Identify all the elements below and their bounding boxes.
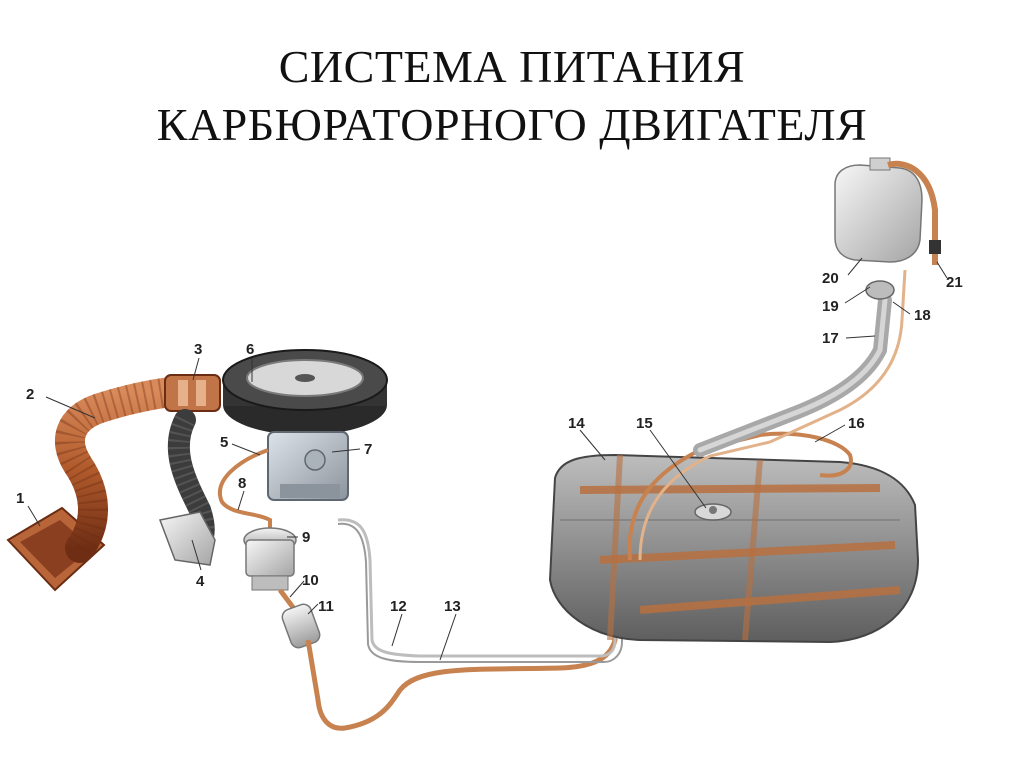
air-filter-housing	[222, 349, 388, 435]
fuel-line-pump-carb	[218, 448, 272, 540]
callout-11: 11	[318, 598, 334, 615]
callout-1: 1	[16, 490, 24, 507]
leader-lines	[27, 257, 948, 661]
callout-3: 3	[194, 341, 202, 358]
callout-18: 18	[914, 307, 931, 324]
fuel-level-sensor	[694, 503, 732, 521]
callout-2: 2	[26, 386, 34, 403]
carburetor	[267, 431, 349, 501]
title-line-1: СИСТЕМА ПИТАНИЯ	[278, 41, 746, 92]
fuel-hose-to-pump	[278, 588, 297, 612]
callout-16: 16	[848, 415, 865, 432]
callout-20: 20	[822, 270, 839, 287]
callout-14: 14	[568, 415, 585, 432]
separator-reservoir	[834, 157, 923, 263]
callout-10: 10	[302, 572, 319, 589]
filler-neck	[693, 280, 895, 457]
callout-19: 19	[822, 298, 839, 315]
callout-12: 12	[390, 598, 407, 615]
callout-21: 21	[946, 274, 963, 291]
fuel-pump	[243, 527, 297, 591]
fuel-filter	[281, 603, 321, 649]
title-line-2: КАРБЮРАТОРНОГО ДВИГАТЕЛЯ	[156, 99, 868, 150]
slide-title: СИСТЕМА ПИТАНИЯ КАРБЮРАТОРНОГО ДВИГАТЕЛЯ	[0, 38, 1024, 154]
hose-clamp	[929, 240, 941, 254]
reservoir-vent-hose	[887, 160, 938, 265]
fuel-tank	[548, 453, 920, 644]
vent-hose	[627, 431, 853, 561]
callout-8: 8	[238, 475, 246, 492]
hot-air-hose	[158, 409, 216, 566]
callout-5: 5	[220, 434, 228, 451]
air-intake-duct	[6, 377, 185, 592]
callout-13: 13	[444, 598, 461, 615]
callout-17: 17	[822, 330, 839, 347]
intake-connector	[164, 374, 221, 412]
callout-6: 6	[246, 341, 254, 358]
callout-numbers: 1 2 3 4 5 6 7 8 9 10 11 12 13 14 15 16 1…	[16, 270, 963, 615]
callout-7: 7	[364, 441, 372, 458]
callout-15: 15	[636, 415, 653, 432]
neck-vent-hose	[769, 269, 907, 444]
vent-hose-2	[638, 440, 771, 561]
callout-9: 9	[302, 529, 310, 546]
callout-4: 4	[196, 573, 205, 590]
